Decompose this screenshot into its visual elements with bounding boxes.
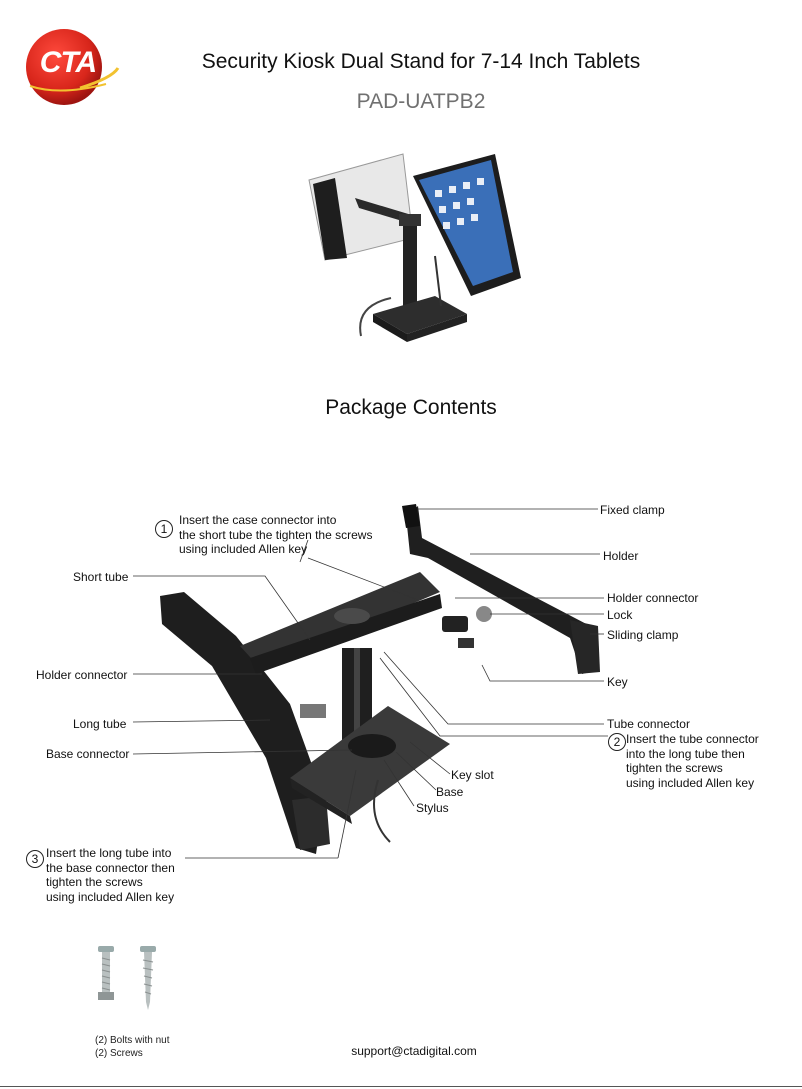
footer-divider [0,1086,802,1087]
step-1-line-1: Insert the case connector into [179,513,337,527]
step-2-line-3: tighten the screws [626,761,723,775]
label-base: Base [436,785,464,799]
label-holder: Holder [603,549,639,563]
hardware-screws-label: (2) Screws [95,1048,143,1059]
label-holder-connector-left: Holder connector [36,668,128,682]
step-3-line-1: Insert the long tube into [46,846,172,860]
step-1-line-2: the short tube the tighten the screws [179,527,373,542]
step-2-line-1: Insert the tube connector [626,732,759,746]
step-3-line-4: using included Allen key [46,889,175,904]
step-1-text: Insert the case connector into the short… [179,513,372,557]
support-email: support@ctadigital.com [351,1044,477,1058]
label-key-slot: Key slot [451,768,494,782]
step-2-line-2: into the long tube then [626,746,745,761]
step-3-line-3: tighten the screws [46,875,143,889]
step-3-number: 3 [26,850,44,868]
hardware-bolts-label: (2) Bolts with nut [95,1035,170,1046]
label-short-tube: Short tube [73,570,129,584]
section-title: Package Contents [325,396,497,419]
label-stylus: Stylus [416,801,449,815]
step-3-text: Insert the long tube into the base conne… [46,846,175,904]
label-base-connector: Base connector [46,747,130,761]
cta-logo: CTA [20,26,120,108]
step-2-number: 2 [608,733,626,751]
step-2-line-4: using included Allen key [626,775,755,790]
step-1-line-3: using included Allen key [179,542,308,556]
page-title: Security Kiosk Dual Stand for 7-14 Inch … [201,50,641,73]
step-1-number: 1 [155,520,173,538]
label-holder-connector-right: Holder connector [607,591,699,605]
model-number: PAD-UATPB2 [356,90,486,113]
hardware-photo [88,942,172,1016]
label-tube-connector: Tube connector [607,717,690,731]
label-fixed-clamp: Fixed clamp [600,503,665,517]
product-photo [295,146,535,356]
label-long-tube: Long tube [73,717,127,731]
logo-text: CTA [39,46,97,79]
exploded-diagram [140,498,620,860]
label-sliding-clamp: Sliding clamp [607,628,679,642]
label-lock: Lock [607,608,633,622]
step-2-text: Insert the tube connector into the long … [626,732,759,790]
label-key: Key [607,675,628,689]
step-3-line-2: the base connector then [46,860,175,875]
